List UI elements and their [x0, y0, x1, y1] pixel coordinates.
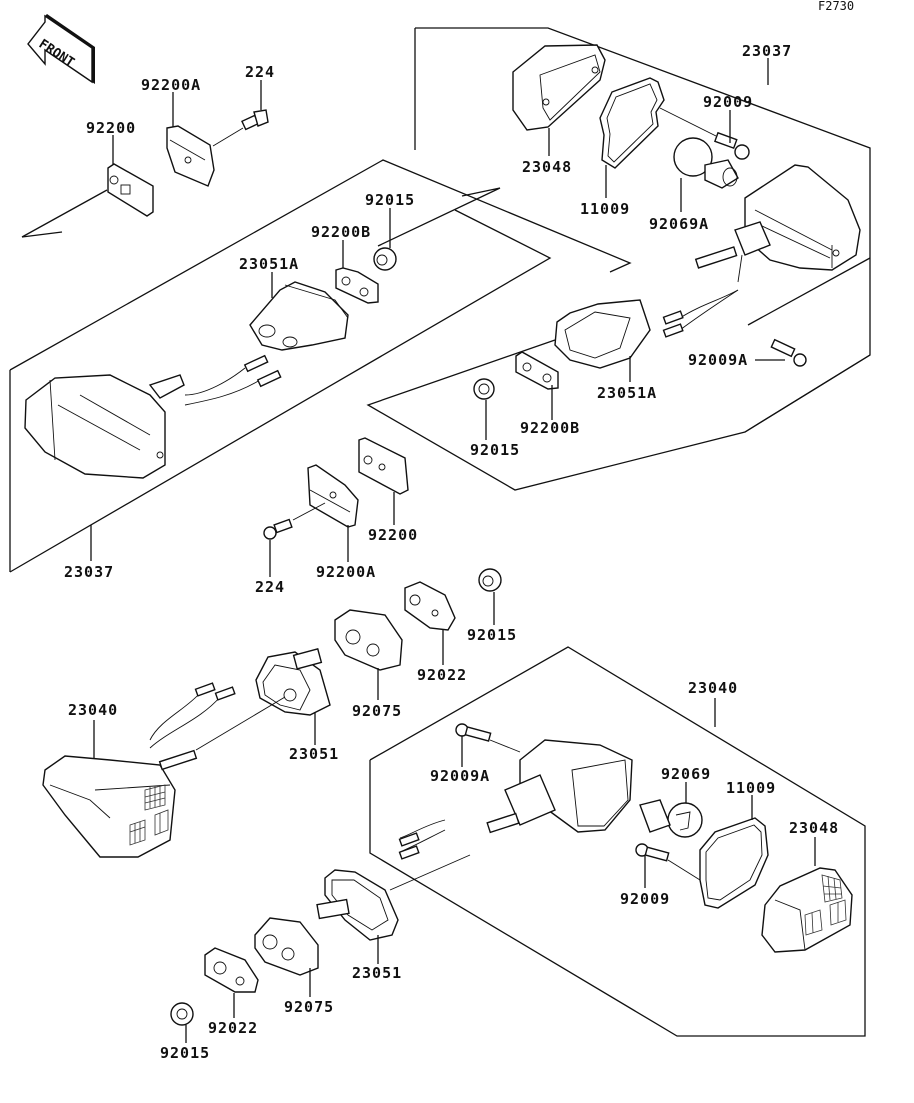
callout-92022-mid[interactable]: 92022	[417, 666, 467, 684]
part-224-top	[212, 109, 269, 147]
callout-23040-right[interactable]: 23040	[688, 679, 738, 697]
part-11009-bottom	[699, 817, 769, 909]
part-92075-mid	[334, 609, 403, 671]
callout-11009-top[interactable]: 11009	[580, 200, 630, 218]
callout-92200-top[interactable]: 92200	[86, 119, 136, 137]
part-92200A-top	[166, 125, 215, 187]
group-outline-fragment-b	[21, 189, 108, 238]
part-23040-left	[42, 682, 286, 858]
callout-92009-right[interactable]: 92009	[703, 93, 753, 111]
part-92015-bottom	[170, 1002, 194, 1026]
part-92015-top	[373, 247, 397, 271]
group-outline-upper-right-edge2	[744, 354, 871, 433]
part-92009-bottom	[635, 843, 701, 881]
part-92200-top	[107, 163, 154, 217]
group-outline-fragment-a	[21, 231, 63, 238]
group-outline-lower-right	[369, 646, 866, 1037]
callout-224-mid[interactable]: 224	[255, 578, 285, 596]
callout-224-top[interactable]: 224	[245, 63, 275, 81]
callout-23037-right[interactable]: 23037	[742, 42, 792, 60]
part-92009-right	[659, 107, 750, 160]
callout-23048-top[interactable]: 23048	[522, 158, 572, 176]
callout-23040-left[interactable]: 23040	[68, 701, 118, 719]
callout-23051A-left[interactable]: 23051A	[239, 255, 299, 273]
callout-23051A-right[interactable]: 23051A	[597, 384, 657, 402]
callout-leaders	[90, 58, 816, 1043]
part-92200B-right	[515, 351, 559, 390]
part-23040-right	[398, 739, 633, 860]
callout-92015-right[interactable]: 92015	[470, 441, 520, 459]
callout-23048-bottom[interactable]: 23048	[789, 819, 839, 837]
part-92015-mid	[478, 568, 502, 592]
part-92069-bulb	[639, 799, 703, 838]
callout-92009-bottom[interactable]: 92009	[620, 890, 670, 908]
callout-92009A-bottom[interactable]: 92009A	[430, 767, 490, 785]
group-outline-upper-left	[9, 159, 632, 371]
callout-11009-bottom[interactable]: 11009	[726, 779, 776, 797]
callout-92022-bottom[interactable]: 92022	[208, 1019, 258, 1037]
part-92200-mid	[358, 437, 409, 495]
callout-92075-mid[interactable]: 92075	[352, 702, 402, 720]
part-92200A-mid	[307, 464, 359, 528]
part-92069A-bulb	[673, 137, 739, 189]
callout-92015-mid[interactable]: 92015	[467, 626, 517, 644]
callout-92009A-right[interactable]: 92009A	[688, 351, 748, 369]
part-92022-bottom	[204, 947, 259, 993]
part-92015-right	[473, 378, 495, 400]
callout-92015-bottom[interactable]: 92015	[160, 1044, 210, 1062]
callout-92200-mid[interactable]: 92200	[368, 526, 418, 544]
part-92009A-right	[770, 338, 807, 367]
part-23051-mid	[255, 648, 331, 716]
callout-92075-bottom[interactable]: 92075	[284, 998, 334, 1016]
part-23048-bottom	[761, 867, 853, 953]
part-23051-bottom	[316, 854, 471, 941]
callout-92069A[interactable]: 92069A	[649, 215, 709, 233]
group-outline-fragment-c	[377, 187, 501, 247]
callout-92200B-right[interactable]: 92200B	[520, 419, 580, 437]
figure-code: F2730	[818, 0, 854, 13]
part-23037-left	[24, 354, 282, 479]
part-92200B-top	[335, 267, 379, 304]
group-outline-upper-left-bottom	[9, 209, 552, 573]
callout-92200A-mid[interactable]: 92200A	[316, 563, 376, 581]
callout-92200A-top[interactable]: 92200A	[141, 76, 201, 94]
callout-23051-bottom[interactable]: 23051	[352, 964, 402, 982]
front-arrow-icon: FRONT	[27, 14, 95, 84]
group-outline-upper-right-edge3	[747, 257, 871, 326]
callout-23037-left[interactable]: 23037	[64, 563, 114, 581]
part-23051A-right	[554, 299, 651, 369]
part-23051A-left	[249, 281, 349, 351]
callout-92069[interactable]: 92069	[661, 765, 711, 783]
part-23037-right	[662, 164, 861, 338]
callout-92200B-top[interactable]: 92200B	[311, 223, 371, 241]
part-92009A-bottom	[455, 723, 521, 753]
part-11009-top	[599, 77, 665, 169]
callout-23051-mid[interactable]: 23051	[289, 745, 339, 763]
part-23048-top	[512, 44, 606, 131]
part-224-mid	[263, 502, 326, 540]
callout-92015-top[interactable]: 92015	[365, 191, 415, 209]
part-92075-bottom	[254, 917, 319, 976]
part-92022-mid	[404, 581, 456, 631]
